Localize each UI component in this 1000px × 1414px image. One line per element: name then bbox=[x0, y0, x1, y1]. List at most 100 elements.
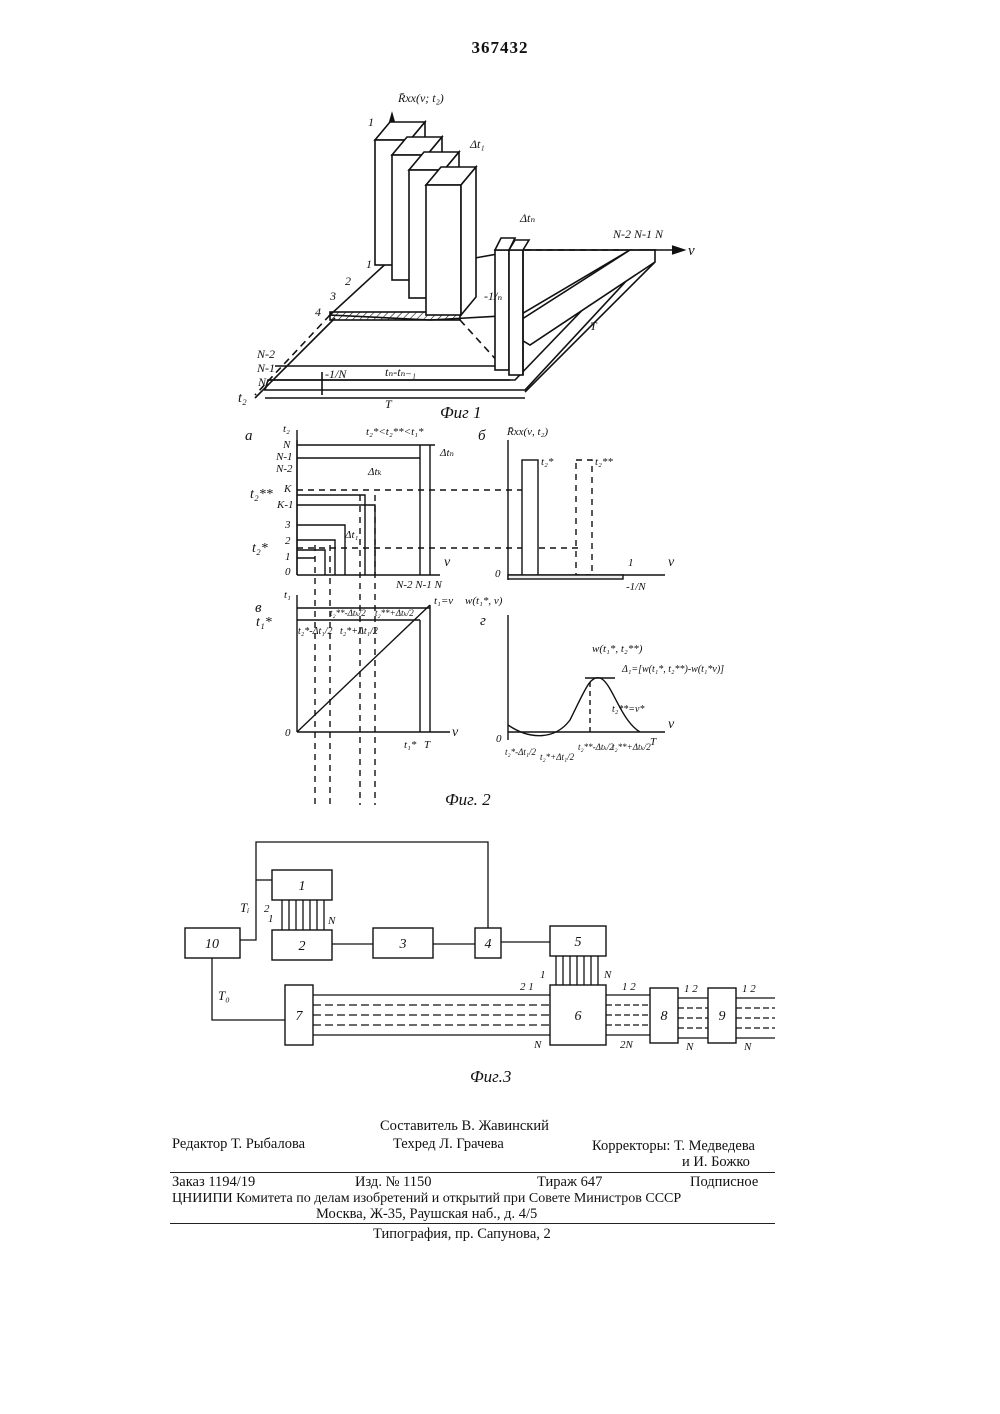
fig2g-wpeak: w(t₁*, t₂**) bbox=[592, 643, 643, 655]
fig2a-tick-K: K bbox=[283, 483, 292, 495]
fig2b-one: 1 bbox=[628, 557, 634, 569]
imprint-rule2 bbox=[170, 1223, 775, 1224]
block-9-label: 9 bbox=[719, 1009, 726, 1024]
fig2v-t1s: t₁* bbox=[256, 615, 272, 630]
fig2-caption: Фиг. 2 bbox=[445, 790, 491, 809]
fig3-b5-N: N bbox=[603, 969, 612, 981]
fig3-Ti: Tᵢ bbox=[240, 900, 249, 915]
fig2a-letter: а bbox=[245, 428, 253, 444]
fig1-m1N: -1/N bbox=[325, 367, 347, 381]
fig2v-diag bbox=[297, 605, 430, 732]
imprint-techred: Техред Л. Грачева bbox=[393, 1136, 504, 1153]
fig2a-dtk: Δtₖ bbox=[367, 466, 382, 478]
imprint-rule bbox=[170, 1172, 775, 1173]
bus-5-6 bbox=[556, 956, 598, 985]
bus-7-6 bbox=[313, 995, 550, 1035]
fig2a-ticks-x: N-2 N-1 N bbox=[395, 579, 443, 591]
fig2a-tick-N: N bbox=[282, 439, 291, 451]
fig1-label-4: 4 bbox=[315, 305, 321, 319]
block-7-label: 7 bbox=[296, 1009, 304, 1024]
fig1-z-label: R̄xx(ν; t₂) bbox=[397, 91, 444, 105]
fig1-label-3: 3 bbox=[329, 289, 336, 303]
fig1-t2-label: t₂ bbox=[238, 391, 247, 406]
fig1-N: N bbox=[257, 375, 267, 389]
fig1-N1: N-1 bbox=[256, 361, 275, 375]
block-8-label: 8 bbox=[661, 1009, 668, 1024]
block-10-label: 10 bbox=[205, 937, 219, 952]
fig2b-minus-strip bbox=[508, 575, 623, 579]
fig2v-x-label: ν bbox=[452, 725, 459, 740]
imprint-podp: Подписное bbox=[690, 1174, 758, 1191]
fig2a-cond: t₂*<t₂**<t₁* bbox=[366, 426, 424, 438]
block-5-label: 5 bbox=[575, 935, 582, 950]
bus-1-2 bbox=[282, 900, 324, 930]
fig3-b1-N: N bbox=[327, 915, 336, 927]
fig1-v-label: ν bbox=[688, 243, 695, 259]
figure-1: R̄xx(ν; t₂) 1 1 2 3 4 Δt₁ Δtₙ -1/ₙ -1/N … bbox=[0, 0, 1000, 420]
fig2b-bar2 bbox=[576, 460, 592, 575]
fig3-b1-1: 1 bbox=[268, 913, 274, 925]
fig2v-x1: t₁* bbox=[404, 739, 417, 751]
fig3-b6-2N: 2N bbox=[620, 1039, 634, 1051]
fig2v-diag-label: t₁=ν bbox=[434, 595, 453, 607]
fig2g-x-label: ν bbox=[668, 717, 675, 732]
fig2a-tick-N2: N-2 bbox=[275, 463, 293, 475]
fig2v-l2: t₂**+Δtₖ/2 bbox=[375, 608, 414, 618]
fig2b-letter: б bbox=[478, 428, 486, 444]
fig2b-m1n: -1/N bbox=[626, 581, 646, 593]
fig3-b5-1: 1 bbox=[540, 969, 546, 981]
fig2g-T: T bbox=[650, 736, 657, 748]
fig3-b7-N: N bbox=[533, 1039, 542, 1051]
fig2v-y-label: t₁ bbox=[284, 589, 291, 601]
fig2g-tick-4: t₂**+Δtₖ/2 bbox=[612, 742, 651, 752]
fig1-v-arrow bbox=[672, 246, 684, 254]
fig2v-l1: t₂**-Δtₖ/2 bbox=[330, 608, 366, 618]
fig1-label-1top: 1 bbox=[368, 115, 374, 129]
fig2g-delta: Δ₁=[w(t₁*, t₂**)-w(t₁*ν)] bbox=[621, 664, 724, 675]
fig1-m1n: -1/ₙ bbox=[484, 289, 502, 303]
fig2a-tick-K1: K-1 bbox=[276, 499, 294, 511]
fig2a-x-label: ν bbox=[444, 555, 451, 570]
fig2g-tick-3: t₂**-Δtₖ/2 bbox=[578, 742, 614, 752]
imprint-org: ЦНИИПИ Комитета по делам изобретений и о… bbox=[172, 1190, 681, 1207]
fig3-b7-21: 2 1 bbox=[520, 981, 534, 993]
imprint-address: Москва, Ж-35, Раушская наб., д. 4/5 bbox=[316, 1206, 537, 1223]
fig3-b9-12: 1 2 bbox=[742, 983, 756, 995]
fig3-b8-12: 1 2 bbox=[684, 983, 698, 995]
fig2g-zero: 0 bbox=[496, 733, 502, 745]
fig2b-y-label: R̄xx(ν, t₂) bbox=[506, 426, 548, 438]
fig2v-letter: в bbox=[255, 600, 262, 616]
fig3-caption: Фиг.3 bbox=[470, 1067, 511, 1086]
fig1-label-1: 1 bbox=[366, 257, 372, 271]
fig3-b6-12: 1 2 bbox=[622, 981, 636, 993]
fig2a-tick-0: 0 bbox=[285, 566, 291, 578]
fig2a-t2ss: t₂** bbox=[250, 487, 273, 502]
imprint-izd: Изд. № 1150 bbox=[355, 1174, 432, 1191]
fig2b-zero: 0 bbox=[495, 568, 501, 580]
fig2g-tick-2: t₂*+Δt₁/2 bbox=[540, 752, 575, 762]
fig2a-y-label: t₂ bbox=[283, 423, 290, 435]
fig1-tn: tₙ-tₙ₋₁ bbox=[385, 365, 416, 379]
fig1-dtn: Δtₙ bbox=[519, 211, 535, 225]
fig2v-l3: t₂*-Δt₁/2 bbox=[298, 626, 333, 637]
fig1-NNN: N-2 N-1 N bbox=[612, 227, 664, 241]
fig2b-bar1 bbox=[522, 460, 538, 575]
fig3-b9-N: N bbox=[743, 1041, 752, 1053]
fig2a-tick-N1: N-1 bbox=[275, 451, 293, 463]
fig1-label-2: 2 bbox=[345, 274, 351, 288]
imprint-order: Заказ 1194/19 bbox=[172, 1174, 255, 1191]
fig2a-t2s: t₂* bbox=[252, 541, 268, 556]
imprint-typo: Типография, пр. Сапунова, 2 bbox=[373, 1226, 551, 1243]
fig1-T-bottom: T bbox=[385, 397, 393, 411]
imprint-correctors: Корректоры: Т. Медведева bbox=[592, 1138, 755, 1155]
bus-9-out bbox=[736, 998, 775, 1038]
fig2a-tick-2: 2 bbox=[285, 535, 291, 547]
bus-8-9 bbox=[678, 998, 708, 1038]
fig2b-x-label: ν bbox=[668, 555, 675, 570]
block-4-label: 4 bbox=[485, 937, 492, 952]
fig2g-tick-1: t₂*-Δt₁/2 bbox=[505, 747, 537, 757]
fig2a-tick-3: 3 bbox=[284, 519, 291, 531]
fig2a-1-step bbox=[297, 550, 325, 575]
fig2v-l4: t₂*+Δt₁/2 bbox=[340, 626, 378, 637]
fig2v-w: w(t₁*, ν) bbox=[465, 595, 503, 607]
